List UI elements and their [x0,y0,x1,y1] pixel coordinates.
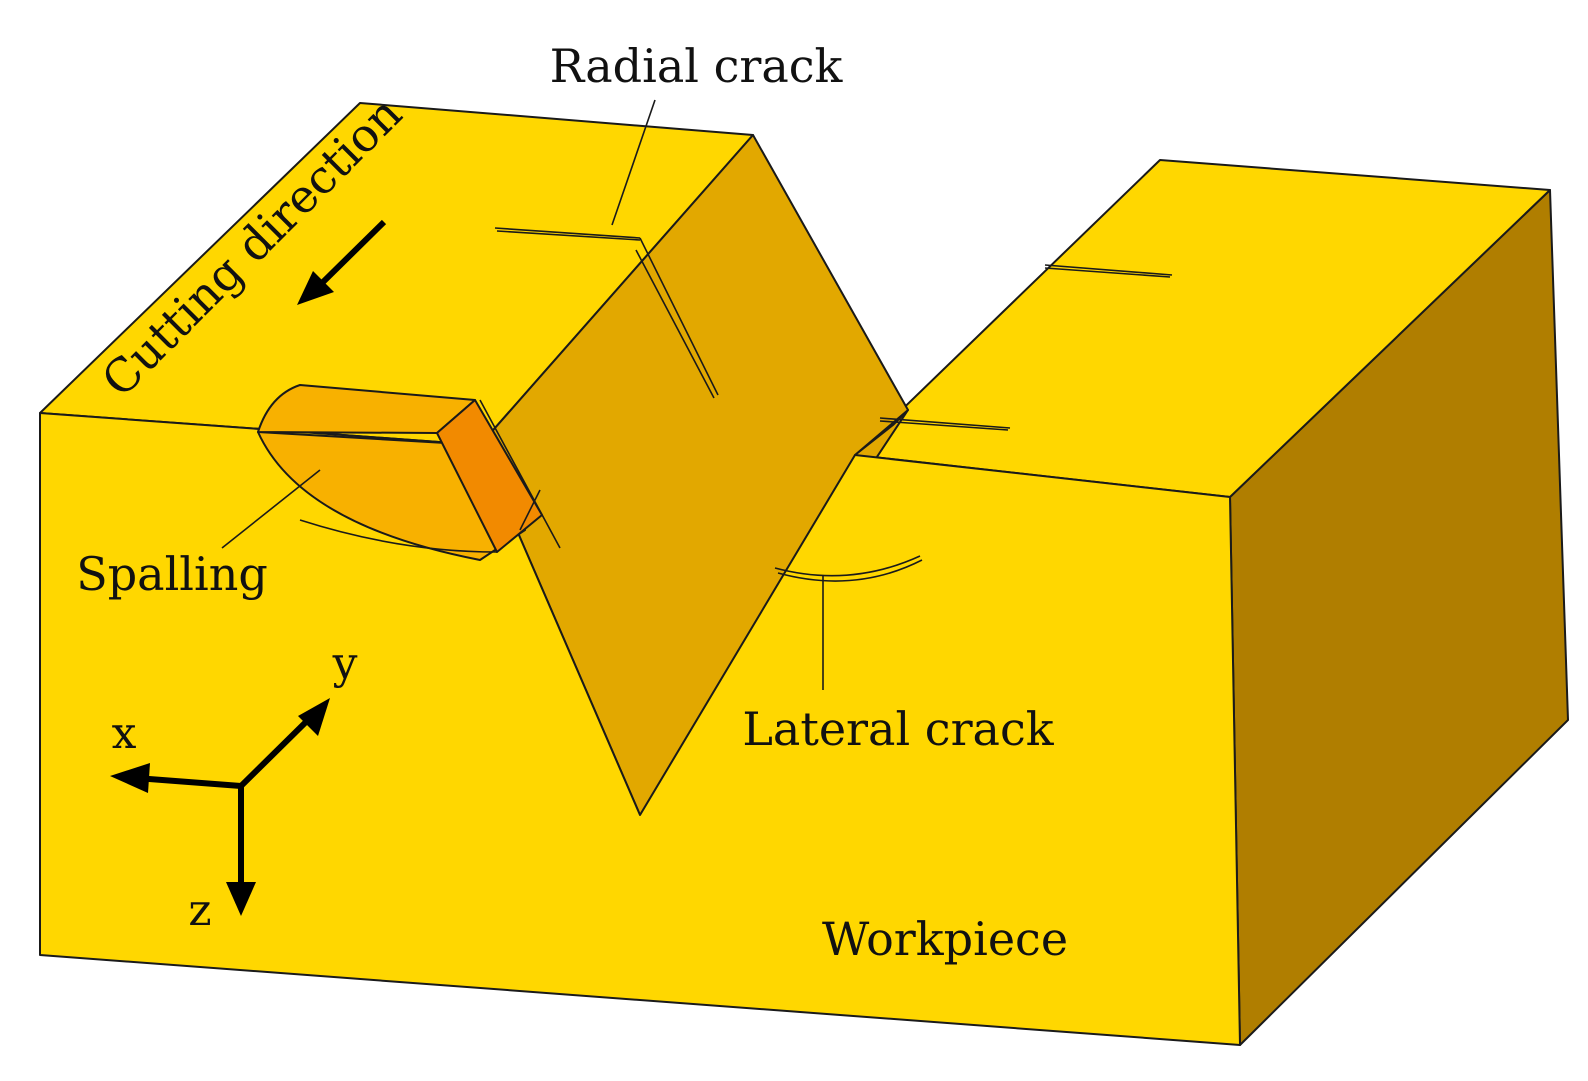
x-axis-arrowhead [110,763,150,793]
y-axis-line [238,713,315,789]
spalling-chip-underside-line [299,519,498,553]
radial-crack-top-surface [494,227,641,241]
lateral-crack [774,555,923,582]
coordinate-axes [110,698,330,916]
workpiece-label: Workpiece [822,912,1068,966]
x-axis-line [135,775,242,789]
y-axis-arrowhead [298,698,330,736]
z-axis-arrowhead [226,882,256,916]
spalling-leader-line [221,469,321,549]
cutting-direction-arrow-shaft [317,219,387,288]
lateral-crack-label: Lateral crack [742,702,1054,756]
radial-crack-right-block-edge [879,417,1011,431]
radial-crack-label: Radial crack [550,39,844,93]
radial-crack-leader-line [611,99,656,226]
cutting-direction-arrowhead [297,271,334,305]
radial-crack-right-block-top [1044,264,1173,278]
z-axis-label: z [188,885,211,936]
spalling-chip-top [257,384,476,434]
spalling-label: Spalling [76,547,268,601]
x-axis-label: x [112,708,137,759]
y-axis-label: y [332,638,358,689]
radial-crack-groove-wall [635,237,719,399]
radial-crack-groove-edge [479,399,561,549]
